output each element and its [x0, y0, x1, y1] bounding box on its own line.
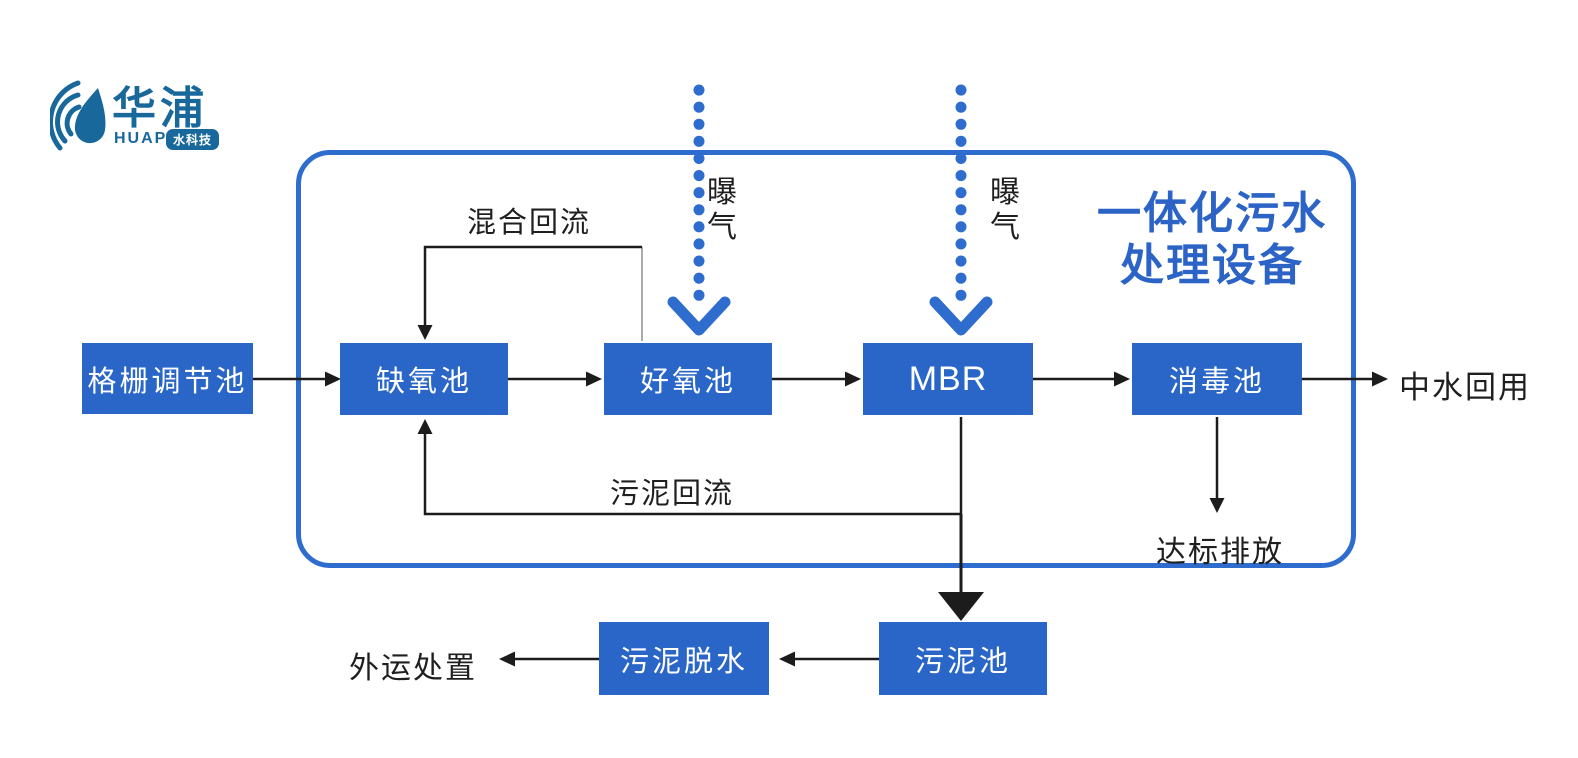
arrow-disinfection-to-reclaimed-head: [1372, 371, 1388, 387]
mixed-reflux-head: [417, 325, 433, 340]
water-drop-icon: [50, 80, 106, 151]
arrow-discharge-head: [1209, 498, 1225, 513]
process-box-mbr: MBR: [863, 343, 1033, 415]
label-aeration-2: 曝气: [990, 176, 1022, 244]
logo: 华浦 HUAPU 水科技: [50, 76, 270, 166]
logo-name: 华浦: [112, 84, 208, 133]
label-sludge-reflux: 污泥回流: [610, 478, 735, 510]
arrow-inflow-head: [325, 371, 341, 387]
process-box-grid-regulating-pool: 格栅调节池: [82, 343, 253, 414]
sludge-reflux-head: [417, 419, 433, 434]
process-box-sludge-dewatering: 污泥脱水: [599, 622, 769, 695]
arrow-aerobic-to-mbr-head: [845, 371, 861, 387]
arrow-mbr-to-disinfection-head: [1114, 371, 1130, 387]
logo-latin-name: HUAPU: [114, 130, 181, 147]
process-box-aerobic-pool: 好氧池: [604, 343, 772, 415]
arrow-to-sludge-pool-head: [938, 592, 984, 621]
logo-tagline-badge: 水科技: [166, 129, 220, 150]
arrow-dewatering-to-disposal-head: [499, 651, 515, 667]
label-aeration-1: 曝气: [707, 176, 739, 244]
label-reclaimed-water: 中水回用: [1399, 370, 1531, 405]
sludge-reflux-line: [423, 417, 963, 516]
title-line-2: 处理设备: [1120, 239, 1304, 291]
process-box-anoxic-pool: 缺氧池: [340, 343, 508, 415]
integrated-equipment-frame: [296, 150, 1356, 568]
arrow-anoxic-to-aerobic-head: [586, 371, 602, 387]
aeration-arrowhead-2: [929, 296, 993, 336]
process-box-disinfection-pool: 消毒池: [1132, 343, 1302, 415]
arrow-sludgepool-to-dewatering-head: [779, 651, 795, 667]
label-outward-disposal: 外运处置: [349, 652, 477, 685]
label-standard-discharge: 达标排放: [1156, 536, 1284, 569]
process-box-sludge-pool: 污泥池: [879, 622, 1047, 695]
mixed-reflux-line: [423, 245, 642, 326]
label-mixed-reflux: 混合回流: [467, 207, 592, 239]
title-line-1: 一体化污水: [1097, 188, 1327, 239]
diagram-title: 一体化污水 处理设备: [1082, 188, 1342, 292]
aeration-arrowhead-1: [667, 296, 731, 336]
